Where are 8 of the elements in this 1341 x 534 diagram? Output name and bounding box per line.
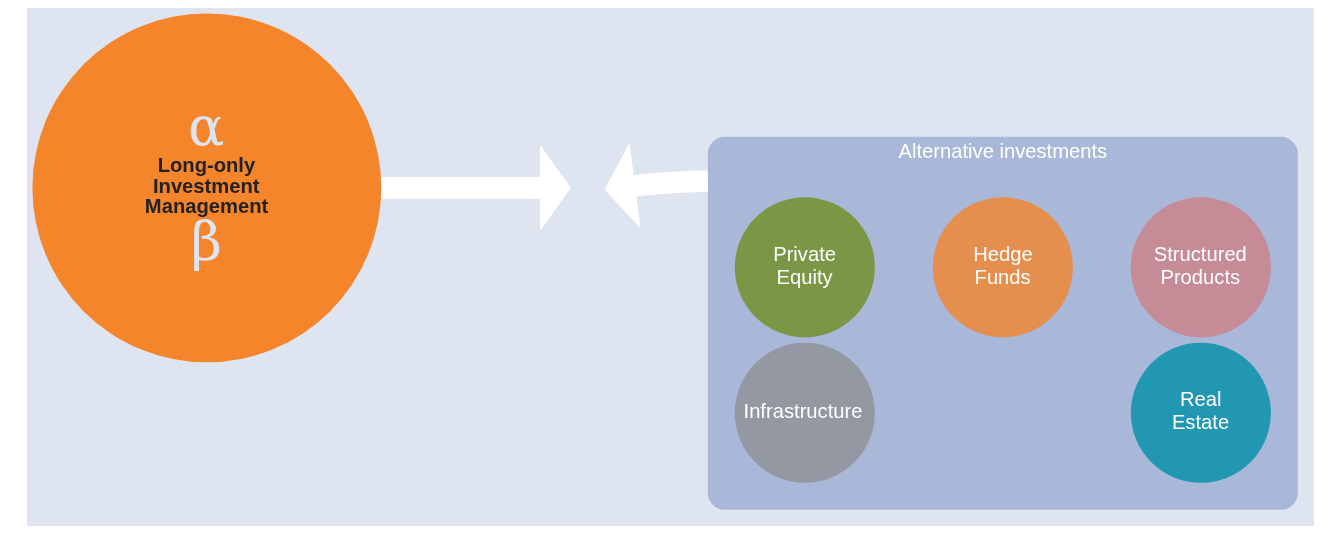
arrow [604, 142, 709, 229]
node-circle: α Long-only Investment Management β [32, 13, 382, 363]
node-circle: Private Equity [734, 197, 875, 338]
node-circle: Structured Products [1130, 197, 1271, 338]
node-circle: Hedge Funds [932, 197, 1073, 338]
node-circle: Infrastructure [734, 342, 875, 483]
node-circle: Real Estate [1130, 342, 1271, 483]
arrow [381, 144, 571, 231]
